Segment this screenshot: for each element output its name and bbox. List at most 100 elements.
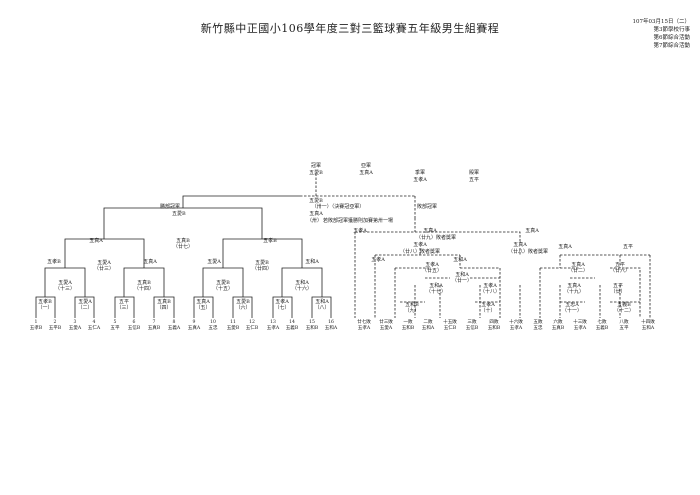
- r1-team: 五真A: [196, 299, 210, 305]
- r1-game: （二）: [77, 305, 93, 311]
- losers-l3-team: 五和A: [455, 272, 469, 278]
- drop-entry: 十三敗五孝A: [573, 320, 587, 331]
- losers-mid-side: 五真A: [558, 244, 572, 250]
- champion-team: 五愛B: [309, 170, 323, 176]
- r1-team: 五真B: [157, 299, 171, 305]
- qf-game: （廿三）: [93, 266, 115, 272]
- third-team: 五孝A: [413, 177, 427, 183]
- drop-entry: 三敗五信B: [465, 320, 479, 331]
- final-left-team: 五愛B: [172, 211, 186, 217]
- qf-team: 五愛B: [255, 260, 269, 266]
- losers-mid-game: （廿八）敗者獎軍: [507, 249, 549, 255]
- drop-entry: 八敗五平: [619, 320, 629, 331]
- losers-l2-game: （廿）: [610, 289, 626, 295]
- final-right-note: 敗部冠軍: [417, 204, 438, 210]
- champion-label: 冠軍: [310, 163, 322, 169]
- drop-entry: 二敗五和A: [421, 320, 435, 331]
- fourth-team: 五平: [468, 177, 480, 183]
- r2-game: （十六）: [291, 286, 313, 292]
- r1-team: 五孝A: [275, 299, 289, 305]
- r1-game: （八）: [314, 305, 330, 311]
- date-line: 第3節學校行事: [653, 27, 691, 33]
- losers-l2-game: （十七）: [425, 289, 447, 295]
- losers-l1-game: （十二）: [613, 308, 635, 314]
- date-line: 第6節綜合活動: [653, 35, 691, 41]
- losers-l1-game: （十一）: [561, 308, 583, 314]
- date-line: 第7節綜合活動: [653, 43, 691, 49]
- r1-game: （六）: [235, 305, 251, 311]
- r1-game: （三）: [116, 305, 132, 311]
- losers-l1-team: 五和B: [405, 302, 419, 308]
- r1-game: （一）: [37, 305, 53, 311]
- third-label: 季軍: [414, 170, 426, 176]
- r1-team: 五孝B: [38, 299, 52, 305]
- rematch-note: 若敗部冠軍獲勝則加賽第卅一場: [323, 218, 394, 224]
- qf-game: （廿四）: [251, 266, 273, 272]
- drop-entry: 十六敗五孝A: [509, 320, 523, 331]
- losers-mid-side: 五和A: [453, 257, 467, 263]
- final-left-note: 勝部冠軍: [160, 204, 181, 210]
- r1-team: 五和A: [315, 299, 329, 305]
- losers-l3-game: （廿二）: [567, 268, 589, 274]
- r2-game: （十三）: [54, 286, 76, 292]
- losers-l3-game: （廿一）: [451, 278, 473, 284]
- r2-team: 五愛B: [216, 280, 230, 286]
- schedule-date: 107年03月15日（二） 第3節學校行事 第6節綜合活動 第7節綜合活動: [560, 18, 691, 50]
- semi-left: 五真A: [89, 238, 103, 244]
- losers-l3-game: （廿六）: [609, 268, 631, 274]
- losers-l2-game: （十八）: [479, 289, 501, 295]
- r1-game: （七）: [274, 305, 290, 311]
- final-game: （卅一）（決賽冠亞軍）: [311, 204, 365, 210]
- losers-mid-game: （廿八）敗者獎軍: [399, 249, 441, 255]
- r2-game: （十四）: [133, 286, 155, 292]
- drop-entry: 五敗五忠: [533, 320, 543, 331]
- drop-entry: 四敗五和B: [487, 320, 501, 331]
- losers-top-side: 五真A: [525, 228, 539, 234]
- drop-entry: 十四敗五和A: [641, 320, 655, 331]
- r1-game: （五）: [195, 305, 211, 311]
- losers-mid-team: 五孝A: [413, 242, 427, 248]
- qf-side: 五愛A: [207, 259, 221, 265]
- losers-l3-team: 五真A: [571, 262, 585, 268]
- fourth-label: 殿軍: [468, 170, 480, 176]
- losers-mid-side: 五孝A: [371, 257, 385, 263]
- drop-entry: 六敗五真B: [551, 320, 565, 331]
- rematch-team: 五真A: [309, 211, 323, 217]
- runnerup-team: 五真A: [359, 170, 373, 176]
- r1-team: 五平: [118, 299, 130, 305]
- qf-side: 五和A: [305, 259, 319, 265]
- losers-l2-team: 五孝A: [483, 283, 497, 289]
- r1-team: 五愛B: [236, 299, 250, 305]
- semi-right: 五孝B: [263, 238, 277, 244]
- qf-side: 五真A: [143, 259, 157, 265]
- losers-l3-game: （廿五）: [421, 268, 443, 274]
- drop-entry: 廿七敗五孝A: [357, 320, 371, 331]
- losers-l3-team: 五孝A: [425, 262, 439, 268]
- drop-entry: 十五敗五仁B: [443, 320, 457, 331]
- losers-l1-game: （十）: [480, 308, 496, 314]
- runnerup-label: 亞軍: [360, 163, 372, 169]
- losers-mid-side: 五平: [622, 244, 634, 250]
- drop-entry: 廿三敗五愛A: [379, 320, 393, 331]
- drop-entry: 一敗五和B: [401, 320, 415, 331]
- losers-l3-team: 五平: [614, 262, 626, 268]
- losers-l1-team: 五義B: [617, 302, 631, 308]
- qf-team: 五愛A: [97, 260, 111, 266]
- losers-l2-game: （十九）: [563, 289, 585, 295]
